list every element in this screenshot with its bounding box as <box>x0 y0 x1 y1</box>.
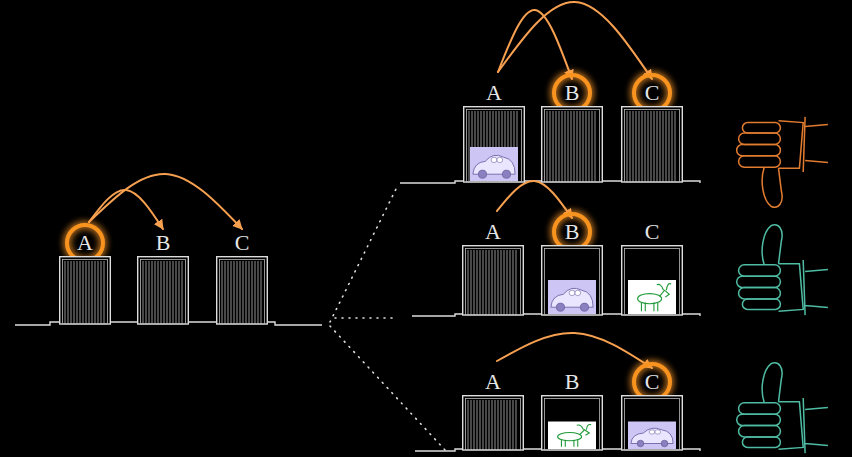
door-drawing <box>462 395 524 450</box>
door-letter: C <box>216 230 268 256</box>
door-node: C <box>216 230 268 324</box>
choice-arrow <box>89 174 242 229</box>
door-drawing <box>59 256 111 324</box>
choice-arrow <box>497 333 652 368</box>
branch-dots <box>330 185 445 450</box>
car-picture <box>548 280 596 314</box>
thumbs-up <box>737 363 828 453</box>
choice-arrow <box>498 2 652 79</box>
choice-arrow <box>89 190 163 229</box>
door-letter: B <box>541 219 603 245</box>
door-node: C <box>621 369 683 450</box>
thumbs-up <box>737 225 828 315</box>
door-letter: C <box>621 219 683 245</box>
car-picture <box>470 147 518 181</box>
door-node: B <box>137 230 189 324</box>
door-node: B <box>541 80 603 182</box>
door-drawing <box>541 106 603 182</box>
door-drawing <box>541 245 603 315</box>
door-node: A <box>463 80 525 182</box>
goat-picture <box>628 280 676 314</box>
door-drawing <box>621 395 683 450</box>
door-drawing <box>621 245 683 315</box>
car-picture <box>628 422 676 450</box>
door-letter: A <box>463 80 525 106</box>
door-node: B <box>541 219 603 315</box>
door-drawing <box>541 395 603 450</box>
door-node: A <box>462 369 524 450</box>
door-letter: B <box>541 369 603 395</box>
door-drawing <box>137 256 189 324</box>
door-node: B <box>541 369 603 450</box>
choice-arrow <box>498 10 572 79</box>
door-letter: A <box>462 369 524 395</box>
door-drawing <box>462 245 524 315</box>
door-letter: B <box>541 80 603 106</box>
door-letter: C <box>621 369 683 395</box>
door-node: C <box>621 80 683 182</box>
door-letter: A <box>59 230 111 256</box>
door-drawing <box>621 106 683 182</box>
door-node: A <box>462 219 524 315</box>
thumbs-down <box>737 117 828 207</box>
choice-arrow <box>497 181 572 218</box>
door-drawing <box>463 106 525 182</box>
goat-picture <box>548 422 596 450</box>
door-letter: C <box>621 80 683 106</box>
door-node: A <box>59 230 111 324</box>
door-letter: B <box>137 230 189 256</box>
door-drawing <box>216 256 268 324</box>
door-letter: A <box>462 219 524 245</box>
door-node: C <box>621 219 683 315</box>
